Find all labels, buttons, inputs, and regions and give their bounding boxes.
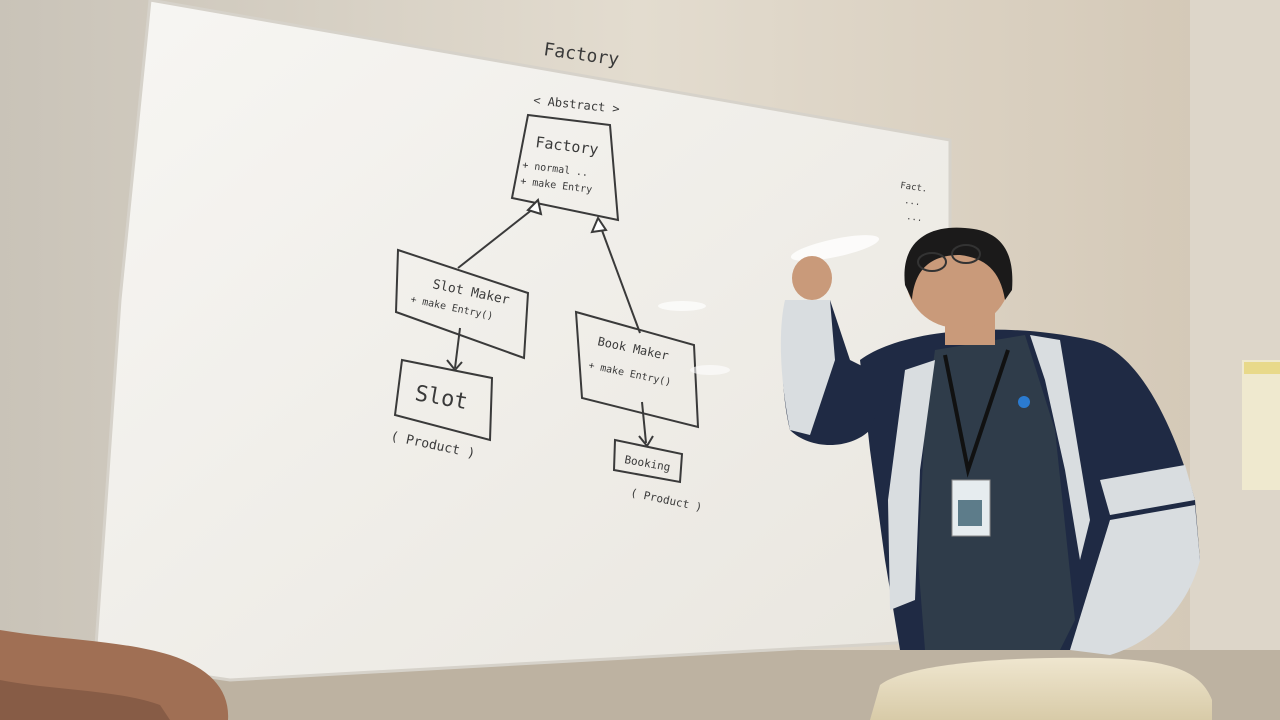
slot-box: [393, 358, 494, 442]
jacket-sleeve-stripe: [1100, 465, 1195, 515]
lanyard: [943, 349, 1010, 478]
arrow-bookmaker-to-factory: [599, 224, 641, 334]
book-maker-box: [574, 310, 700, 429]
jacket-left-panel: [888, 360, 935, 610]
glasses-left-lens: [917, 252, 947, 272]
person: [780, 227, 1200, 655]
booking-box: [612, 438, 684, 484]
arrowhead-right: [590, 215, 608, 234]
side-note-line-1: Fact.: [900, 181, 928, 195]
glasses-right-lens: [951, 244, 981, 264]
id-badge-photo: [958, 500, 982, 526]
arrowhead-left: [526, 197, 543, 216]
factory-box: [510, 113, 620, 222]
wall-poster: [1242, 360, 1280, 490]
foreground-hand-shadow: [0, 680, 170, 720]
shirt-logo: [1018, 396, 1030, 408]
side-note-line-2: ...: [904, 196, 921, 208]
person-hair: [904, 227, 1013, 300]
slot-maker-box: [394, 248, 530, 360]
glare-2: [658, 301, 706, 311]
side-note-line-3: ...: [906, 212, 923, 224]
raised-arm-sleeve: [780, 300, 835, 435]
poster-highlight: [1244, 362, 1280, 374]
glare-3: [690, 365, 730, 375]
arrow-slotmaker-to-slot: [454, 327, 461, 369]
whiteboard: [93, 0, 952, 682]
person-fist: [792, 256, 832, 300]
chair-back: [870, 657, 1212, 720]
jacket-right-panel: [1030, 335, 1090, 560]
glare-1: [790, 235, 880, 261]
arrow-bookmaker-to-booking: [641, 401, 647, 444]
arrow-slotmaker-to-factory: [457, 204, 539, 269]
person-lower-arm: [1070, 505, 1200, 655]
